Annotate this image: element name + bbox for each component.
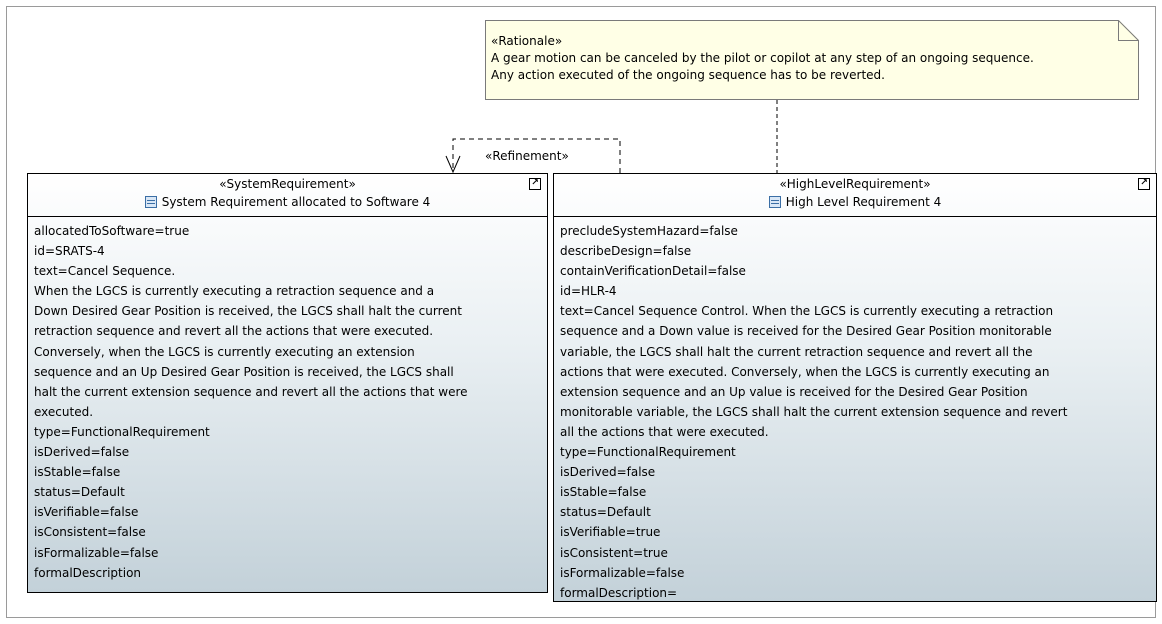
property-list: precludeSystemHazard=false describeDesig… (554, 217, 1156, 603)
property: retraction sequence and revert all the a… (34, 324, 434, 339)
note-line: Any action executed of the ongoing seque… (491, 68, 885, 82)
property: type=FunctionalRequirement (34, 424, 210, 439)
block-name: System Requirement allocated to Software… (161, 195, 431, 209)
property: type=FunctionalRequirement (560, 445, 736, 460)
property: isStable=false (560, 485, 647, 500)
property: actions that were executed. Conversely, … (560, 364, 1050, 379)
requirement-icon (768, 196, 781, 208)
property: isVerifiable=false (34, 505, 139, 520)
property: monitorable variable, the LGCS shall hal… (560, 404, 1068, 419)
property: all the actions that were executed. (560, 424, 769, 439)
refinement-label[interactable]: «Refinement» (485, 149, 569, 163)
block-stereotype: «HighLevelRequirement» (779, 177, 931, 191)
requirement-icon (144, 196, 157, 208)
block-title: High Level Requirement 4 (554, 194, 1156, 210)
property: allocatedToSoftware=true (34, 224, 190, 238)
property: extension sequence and an Up value is re… (560, 384, 1028, 399)
system-requirement-block[interactable]: «SystemRequirement» System Requirement a… (27, 173, 548, 593)
property: status=Default (34, 485, 125, 500)
block-title: System Requirement allocated to Software… (28, 194, 547, 210)
property: isDerived=false (560, 465, 656, 480)
refinement-arrowhead (445, 155, 461, 174)
property-list: allocatedToSoftware=true id=SRATS-4 text… (28, 217, 547, 583)
property: Conversely, when the LGCS is currently e… (34, 344, 415, 359)
property: isFormalizable=false (34, 545, 159, 560)
property: When the LGCS is currently executing a r… (34, 284, 435, 299)
property: isVerifiable=true (560, 525, 661, 540)
property: isConsistent=false (34, 525, 146, 540)
note-line: A gear motion can be canceled by the pil… (491, 51, 1034, 65)
property: isDerived=false (34, 445, 130, 460)
note-text: «Rationale» A gear motion can be cancele… (491, 33, 1133, 84)
property: isConsistent=true (560, 545, 668, 560)
property: precludeSystemHazard=false (560, 224, 738, 238)
property: sequence and an Up Desired Gear Position… (34, 364, 454, 379)
block-name: High Level Requirement 4 (785, 195, 942, 209)
property: variable, the LGCS shall halt the curren… (560, 344, 1033, 359)
expand-icon[interactable]: ↗ (1138, 178, 1150, 190)
block-stereotype: «SystemRequirement» (219, 177, 356, 191)
block-header: «HighLevelRequirement» High Level Requir… (554, 174, 1156, 217)
property: formalDescription= (560, 585, 678, 600)
property: id=HLR-4 (560, 284, 617, 299)
note-stereotype: «Rationale» (491, 34, 563, 48)
property: isFormalizable=false (560, 565, 685, 580)
property: isStable=false (34, 465, 121, 480)
high-level-requirement-block[interactable]: «HighLevelRequirement» High Level Requir… (553, 173, 1157, 602)
property: id=SRATS-4 (34, 244, 105, 259)
property: executed. (34, 404, 94, 419)
property: sequence and a Down value is received fo… (560, 324, 1052, 339)
refinement-connector (452, 138, 621, 173)
property: describeDesign=false (560, 244, 692, 259)
expand-icon[interactable]: ↗ (529, 178, 541, 190)
block-header: «SystemRequirement» System Requirement a… (28, 174, 547, 217)
property: halt the current extension sequence and … (34, 384, 468, 399)
property: text=Cancel Sequence. (34, 264, 176, 279)
property: text=Cancel Sequence Control. When the L… (560, 304, 1054, 319)
property: status=Default (560, 505, 651, 520)
property: containVerificationDetail=false (560, 264, 746, 279)
property: Down Desired Gear Position is received, … (34, 304, 462, 319)
note-outline (485, 20, 1139, 100)
property: formalDescription (34, 565, 142, 580)
rationale-note[interactable] (485, 20, 1139, 100)
